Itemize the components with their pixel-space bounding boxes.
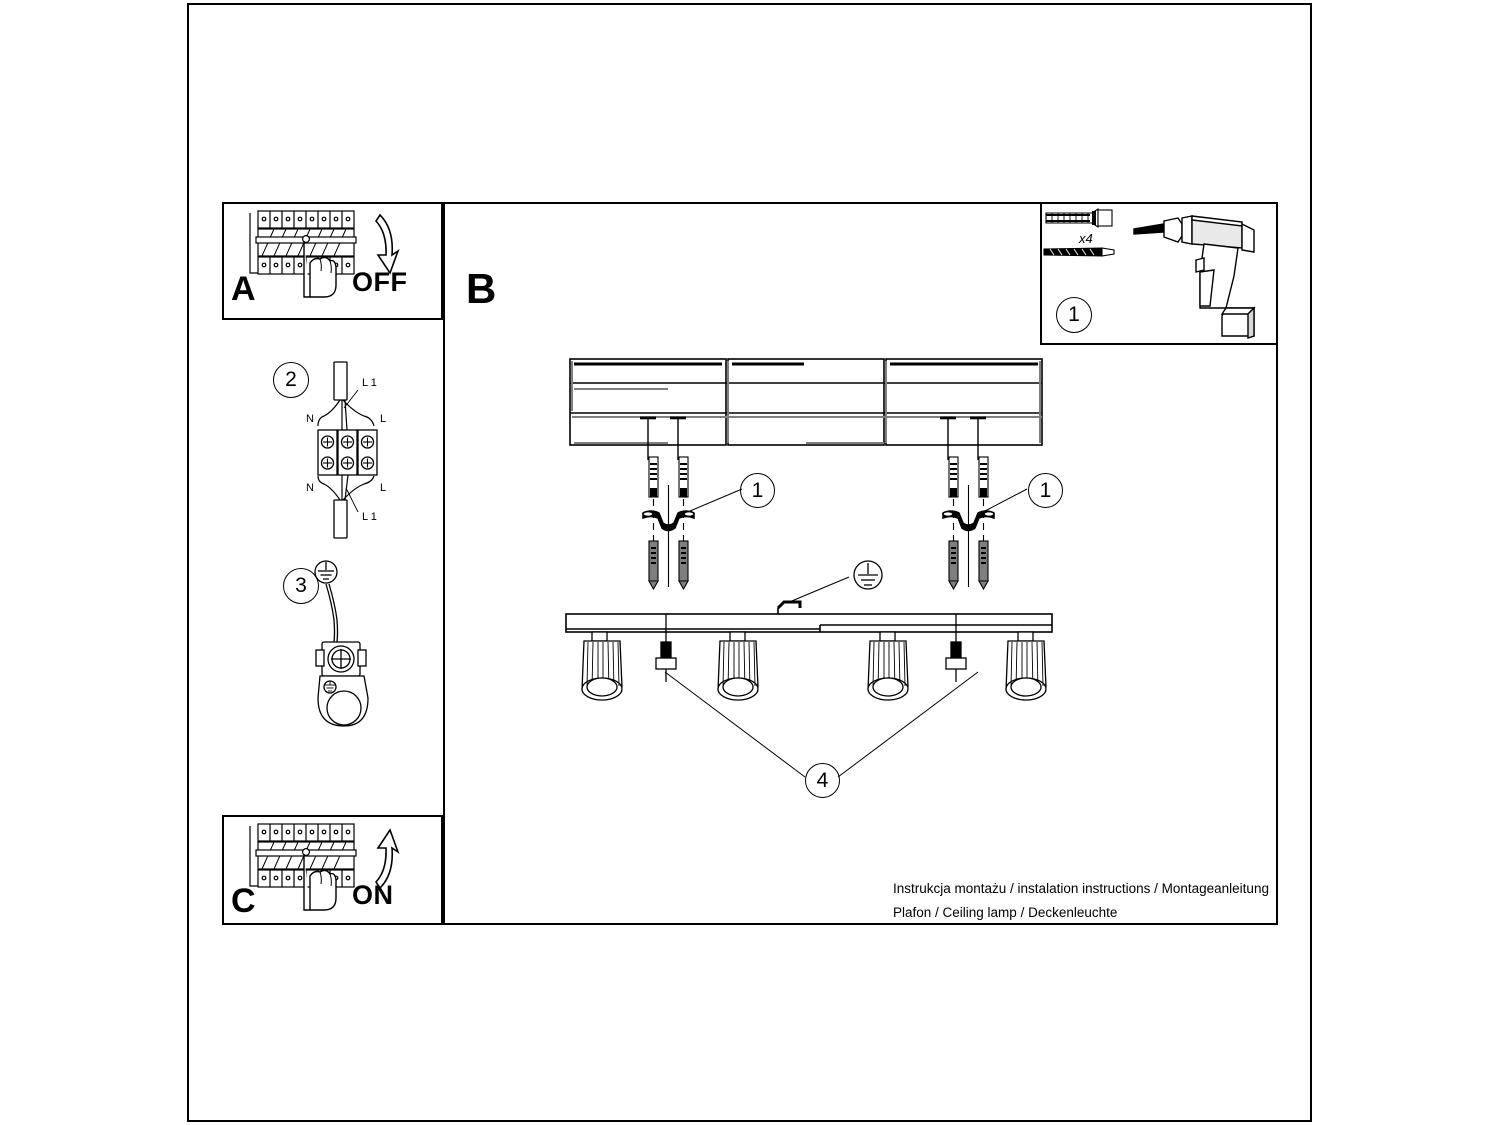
panel-c-letter: C xyxy=(231,882,256,920)
terminal-label-l-top: L xyxy=(380,413,386,425)
callout-step-1-tools: 1 xyxy=(1056,297,1092,333)
caption-block: Instrukcja montażu / instalation instruc… xyxy=(893,877,1269,924)
terminal-label-l1-bottom: L 1 xyxy=(362,511,377,523)
earth-ground-symbol-bar xyxy=(848,555,888,595)
ceiling-fixing-points-right xyxy=(920,412,1010,462)
page-border xyxy=(187,3,1312,1122)
ceiling-bar-lamp-illustration xyxy=(562,592,1062,712)
callout-step-2-text: 2 xyxy=(285,368,297,391)
callout-spot-screws-text: 4 xyxy=(816,768,829,792)
mounting-bracket-assembly-right xyxy=(925,455,1055,595)
caption-line-2: Plafon / Ceiling lamp / Deckenleuchte xyxy=(893,904,1118,920)
terminal-label-n-bottom: N xyxy=(306,482,314,494)
leader-line-mount-left xyxy=(689,488,743,512)
earth-terminal-illustration xyxy=(310,558,420,738)
panel-a-letter: A xyxy=(231,270,256,308)
ceiling-surface-illustration xyxy=(568,355,1048,455)
callout-step-1-tools-text: 1 xyxy=(1068,303,1080,326)
leader-line-earth-bar xyxy=(786,576,850,604)
callout-step-2: 2 xyxy=(273,362,309,398)
callout-mount-right: 1 xyxy=(1028,473,1063,508)
caption-line-1: Instrukcja montażu / instalation instruc… xyxy=(893,881,1269,896)
mounting-bracket-assembly-left xyxy=(625,455,755,595)
leader-line-mount-right xyxy=(984,488,1028,512)
terminal-label-l1-top: L 1 xyxy=(362,377,377,389)
panel-a-action-word: OFF xyxy=(352,267,408,297)
leader-line-spot-screws-right xyxy=(837,671,979,778)
wall-plug-and-screw-illustration xyxy=(1040,205,1150,275)
callout-spot-screws: 4 xyxy=(805,763,840,798)
leader-line-spot-screws-left xyxy=(664,671,806,778)
callout-mount-right-text: 1 xyxy=(1039,478,1052,502)
callout-mount-left-text: 1 xyxy=(751,478,764,502)
wall-plug-quantity-label: x4 xyxy=(1079,231,1093,246)
callout-mount-left: 1 xyxy=(740,473,775,508)
panel-c-action-word: ON xyxy=(352,880,394,910)
callout-step-3: 3 xyxy=(283,568,319,604)
terminal-label-l-bottom: L xyxy=(380,482,386,494)
panel-b-letter: B xyxy=(466,265,497,312)
breaker-box-off-illustration xyxy=(240,207,440,302)
ceiling-fixing-points-left xyxy=(620,412,710,462)
power-drill-illustration xyxy=(1130,212,1260,340)
terminal-label-n-top: N xyxy=(306,413,314,425)
breaker-box-on-illustration xyxy=(240,820,440,915)
terminal-block-illustration: N L N L L 1 L 1 xyxy=(290,360,420,540)
callout-step-3-text: 3 xyxy=(295,574,307,597)
